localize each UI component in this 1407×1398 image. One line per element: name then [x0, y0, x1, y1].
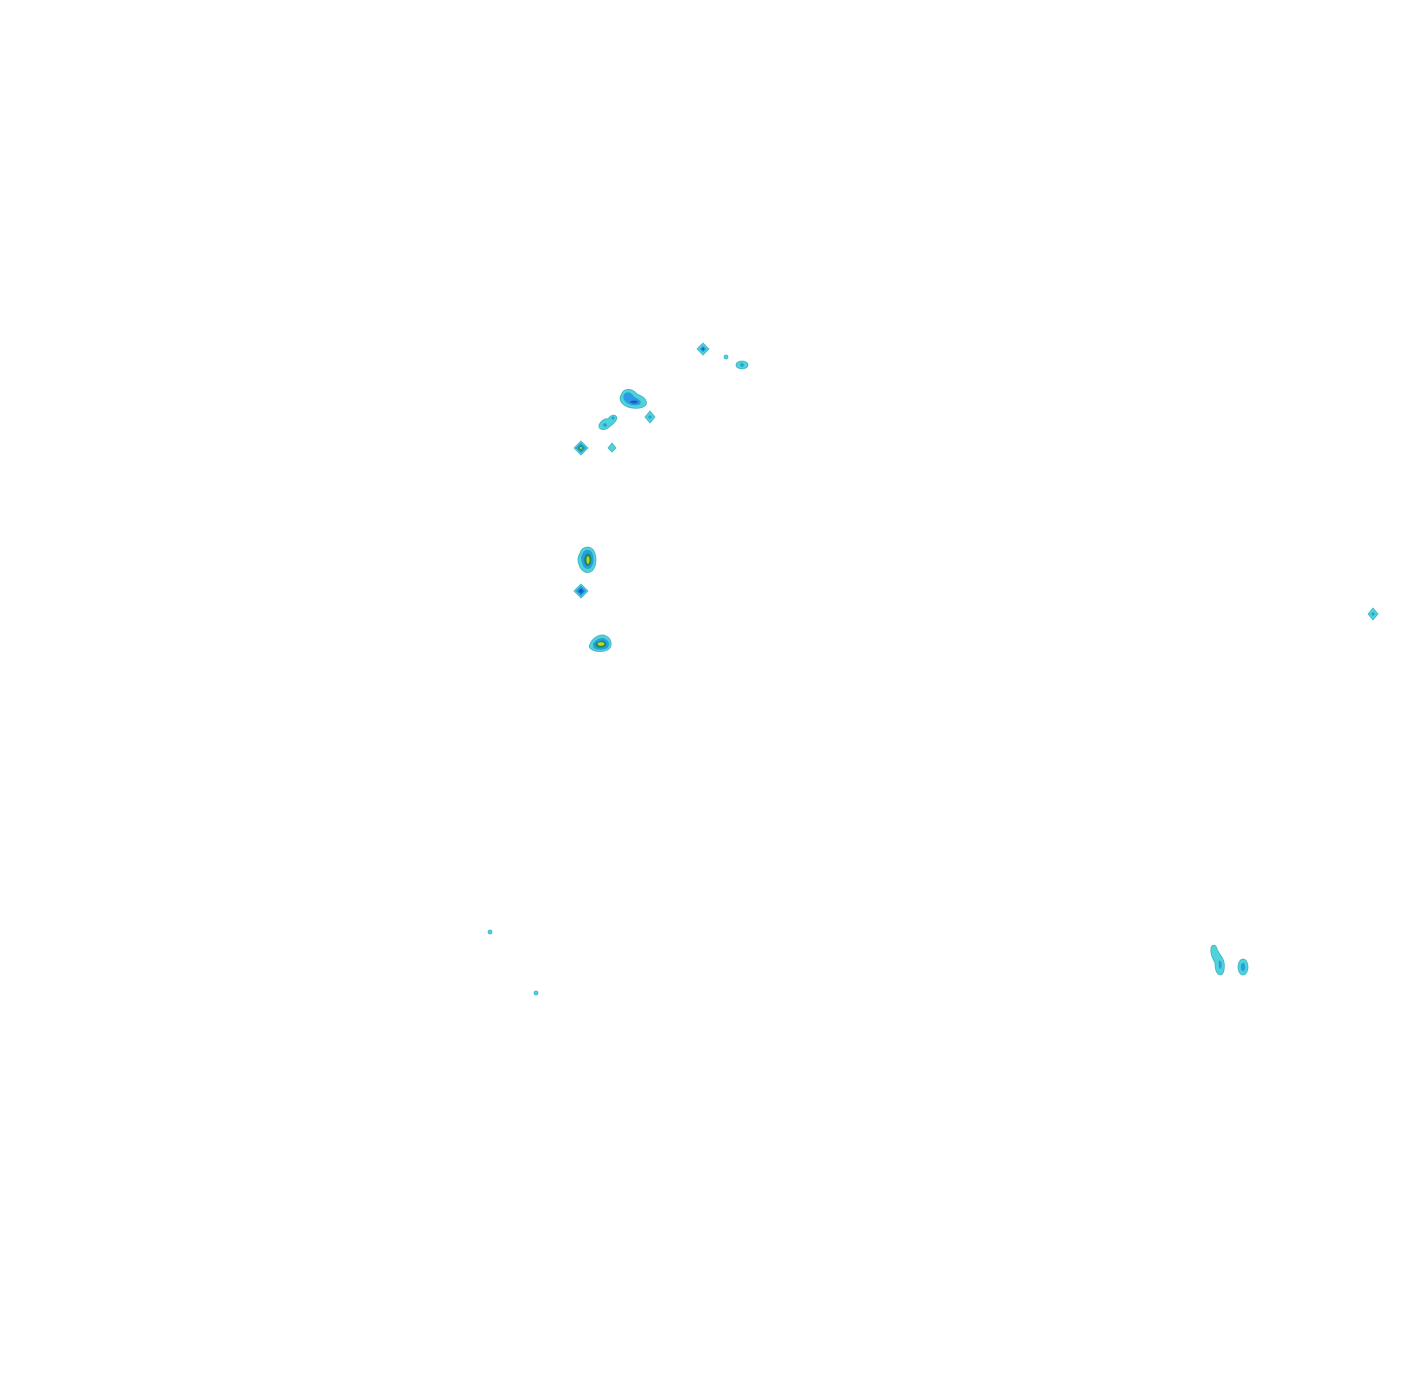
contour-blob-top-3	[735, 360, 749, 370]
contour-blob-low-1	[487, 929, 493, 935]
contour-blob-mid-4	[573, 440, 589, 456]
contour-blob-top-2	[723, 354, 729, 360]
contour-blob-low-right-2	[1237, 958, 1249, 976]
contour-blob-column-3	[588, 634, 612, 653]
contour-blob-column-1	[577, 546, 597, 573]
contour-blob-column-2	[573, 583, 589, 599]
contour-blob-mid-5	[607, 442, 617, 453]
contour-blob-mid-2	[644, 410, 656, 424]
contour-blob-right-1	[1367, 607, 1379, 621]
contour-blob-mid-3	[598, 414, 618, 431]
contour-blob-low-2	[533, 990, 539, 996]
contour-blob-top-1	[696, 342, 710, 356]
contour-blob-mid-1	[619, 388, 647, 409]
contour-blob-low-right-1	[1210, 944, 1225, 976]
